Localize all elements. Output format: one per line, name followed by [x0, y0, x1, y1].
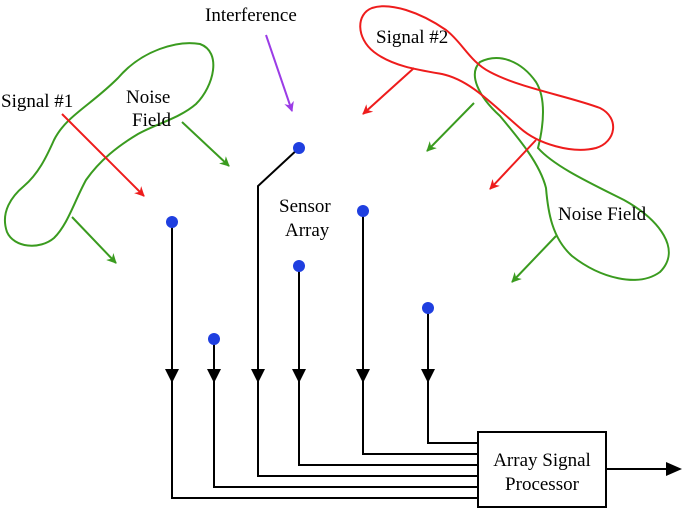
output-arrow-icon	[666, 462, 682, 476]
sensor-dot	[208, 333, 220, 345]
noise-arrow-left-a	[181, 121, 230, 167]
wire-sensor-3	[257, 147, 478, 477]
down-arrow-icon	[292, 369, 306, 383]
label-noise-field-left-1: Noise	[126, 87, 170, 108]
sensor-dot	[357, 205, 369, 217]
label-interference: Interference	[205, 5, 297, 26]
sensor-dot	[422, 302, 434, 314]
wire-sensor-4	[298, 266, 478, 466]
wire-sensor-5	[362, 211, 478, 455]
noise-arrow-right-a	[426, 102, 475, 152]
wire-sensor-2	[213, 339, 478, 488]
signal-2-arrow-a	[362, 67, 415, 115]
label-signal-2: Signal #2	[376, 27, 448, 48]
label-processor-2: Processor	[505, 474, 580, 495]
signal-2-outline	[359, 5, 615, 151]
sensor-dot	[293, 260, 305, 272]
noise-field-left-outline	[4, 42, 215, 247]
down-arrow-icon	[165, 369, 179, 383]
down-arrow-icon	[356, 369, 370, 383]
sensor-wires	[171, 147, 478, 499]
down-arrow-icon	[421, 369, 435, 383]
wire-direction-arrows	[165, 369, 435, 383]
sensor-dot	[293, 142, 305, 154]
label-sensor-array-2: Array	[285, 220, 330, 241]
noise-arrow-left-b	[71, 216, 117, 264]
wire-sensor-1	[171, 222, 478, 499]
label-signal-1: Signal #1	[1, 91, 73, 112]
sensors	[166, 142, 434, 345]
wire-sensor-6	[427, 308, 478, 444]
noise-arrow-right-b	[511, 235, 557, 283]
label-noise-field-left-2: Field	[132, 110, 172, 131]
label-noise-field-right: Noise Field	[558, 204, 647, 225]
signal-2-arrow-b	[489, 139, 537, 190]
down-arrow-icon	[207, 369, 221, 383]
label-processor-1: Array Signal	[493, 450, 591, 471]
sensor-dot	[166, 216, 178, 228]
down-arrow-icon	[251, 369, 265, 383]
interference-arrow	[265, 34, 294, 112]
noise-field-right-outline	[473, 57, 670, 281]
signal-1-arrow	[61, 113, 145, 197]
label-sensor-array-1: Sensor	[279, 196, 331, 217]
